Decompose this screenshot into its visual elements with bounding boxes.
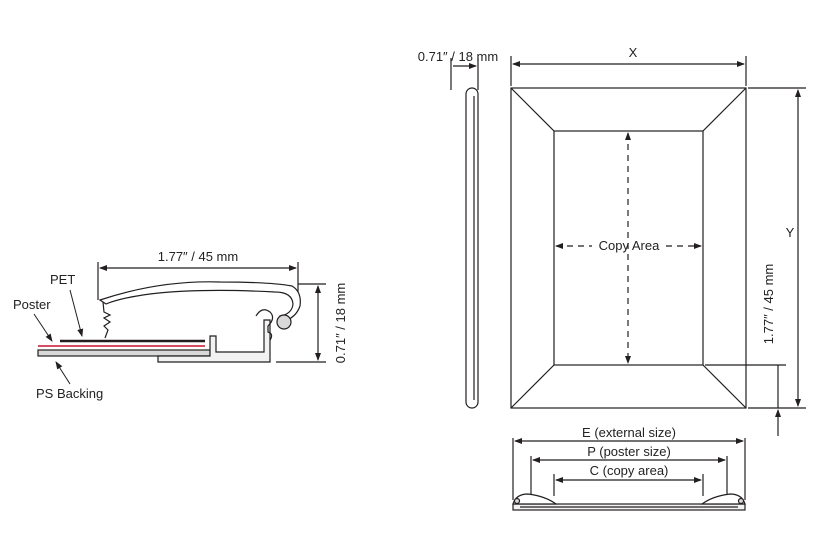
side-profile — [465, 87, 479, 409]
snap-cover — [98, 281, 301, 323]
profile-labels: 1.77″ / 45 mm 0.71″ / 18 mm PET Poster P… — [13, 249, 348, 401]
border-width-label: 1.77″ / 45 mm — [761, 264, 776, 344]
poster-leader — [33, 313, 53, 342]
edge-labels: E (external size) P (poster size) C (cop… — [582, 425, 676, 478]
poster-label: Poster — [13, 297, 51, 312]
profile-height-label: 0.71″ / 18 mm — [333, 283, 348, 363]
front-labels: X Y Copy Area 1.77″ / 45 mm — [599, 45, 795, 344]
frame-outer — [510, 87, 747, 409]
front-view — [510, 56, 806, 436]
profile-leader-lines — [33, 289, 84, 385]
edge-right-knob — [737, 497, 745, 505]
external-size-label: E (external size) — [582, 425, 676, 440]
side-depth-label: 0.71″ / 18 mm — [418, 49, 498, 64]
pet-label: PET — [50, 272, 75, 287]
frame-miter-bl — [510, 364, 555, 409]
frame-miter-br — [702, 364, 747, 409]
hinge-knob — [276, 314, 292, 330]
edge-view — [512, 438, 746, 511]
copy-area-label: Copy Area — [599, 238, 660, 253]
profile-base-channel — [157, 319, 271, 363]
frame-miter-tr — [702, 87, 747, 132]
y-label: Y — [786, 225, 795, 240]
edge-left-knob — [513, 497, 521, 505]
x-label: X — [629, 45, 638, 60]
frame-inner — [553, 130, 704, 366]
cover-teeth — [102, 301, 112, 339]
pet-leader — [69, 289, 84, 337]
copy-area-size-label: C (copy area) — [590, 463, 669, 478]
ps-backing-leader — [55, 361, 71, 385]
side-view — [450, 58, 479, 409]
ps-backing-label: PS Backing — [36, 386, 103, 401]
poster-size-label: P (poster size) — [587, 444, 671, 459]
hinge-socket — [255, 309, 274, 341]
profile-cross-section — [37, 262, 326, 363]
profile-width-label: 1.77″ / 45 mm — [158, 249, 238, 264]
frame-miter-tl — [510, 87, 555, 132]
ps-backing-layer — [37, 349, 211, 357]
